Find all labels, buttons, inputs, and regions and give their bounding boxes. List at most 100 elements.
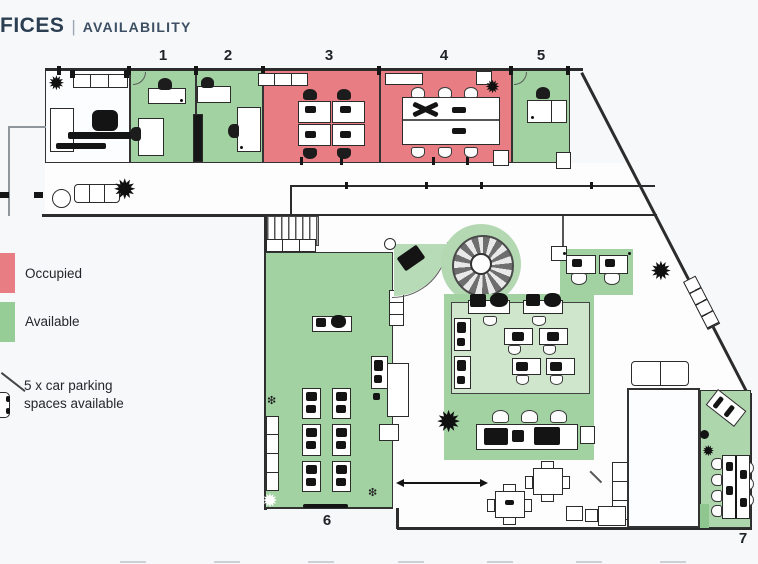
table-center-line — [735, 456, 738, 518]
legend-available-label: Available — [25, 314, 80, 329]
exterior-bottom-wall — [397, 527, 752, 530]
shelf — [73, 74, 128, 88]
chair-icon — [604, 273, 620, 285]
chair-icon — [521, 410, 538, 423]
chair-icon — [336, 441, 346, 449]
monitor-icon — [550, 362, 562, 371]
break-table — [533, 468, 563, 495]
chair-icon — [483, 316, 497, 326]
door-mark — [70, 70, 75, 78]
room-label-1: 1 — [158, 47, 168, 64]
plant-icon — [702, 444, 715, 459]
page-edge-mark — [660, 561, 686, 563]
equipment — [534, 427, 560, 445]
column-mark — [480, 182, 483, 189]
column-mark — [57, 66, 61, 75]
corridor-wall — [290, 185, 655, 187]
cabinet — [193, 114, 203, 162]
boardroom-table — [402, 97, 500, 145]
kitchen-divider — [612, 500, 628, 502]
chair-icon — [526, 294, 540, 306]
cabinet-divider — [389, 302, 404, 304]
column-mark — [345, 182, 348, 189]
wall-segment — [303, 504, 348, 508]
chair-icon — [543, 345, 556, 355]
chair-icon — [492, 410, 509, 423]
cabinet-divider — [266, 453, 279, 455]
chair-icon — [544, 293, 561, 307]
wall-box — [585, 509, 598, 522]
room-label-5: 5 — [536, 47, 546, 64]
car-wheel-icon — [6, 396, 10, 402]
legend-occupied-label: Occupied — [25, 266, 83, 281]
column-mark — [261, 66, 265, 75]
chair-icon — [516, 375, 529, 385]
lobby-wall — [42, 214, 266, 217]
corridor-wall — [265, 214, 657, 216]
door-mark — [0, 192, 9, 198]
chair-icon — [411, 147, 425, 158]
hinge-icon — [384, 238, 396, 250]
chair-icon — [411, 87, 425, 98]
room-label-3: 3 — [324, 47, 334, 64]
legend-parking-line1: 5 x car parking — [24, 378, 113, 393]
page-title: FICES | AVAILABILITY — [0, 14, 192, 38]
chair-icon — [438, 87, 452, 98]
page-edge-mark — [576, 561, 602, 563]
table-marking — [452, 107, 466, 113]
shelf-divider — [90, 74, 92, 88]
chair-icon — [337, 89, 351, 100]
chair-icon — [201, 77, 214, 88]
chair-icon — [508, 345, 521, 355]
chair-icon — [562, 476, 570, 489]
column-mark — [425, 182, 428, 189]
chair-icon — [541, 494, 554, 502]
sofa-cushion-line — [89, 184, 91, 203]
partition-line — [562, 216, 564, 249]
table-item — [740, 470, 747, 479]
desk — [237, 107, 261, 152]
table-item — [726, 486, 733, 495]
wall-box — [493, 150, 509, 166]
chair-icon — [503, 517, 516, 525]
wall-box — [379, 424, 399, 441]
marker-dot — [628, 252, 631, 255]
cabinet-divider — [389, 314, 404, 316]
column-mark — [590, 182, 593, 189]
chair-icon — [457, 376, 465, 384]
chair-icon — [532, 316, 546, 326]
desk — [527, 100, 567, 123]
chair-icon — [228, 124, 239, 138]
chair-icon — [711, 458, 722, 470]
utility-room[interactable] — [627, 388, 700, 528]
desk-divider — [551, 100, 553, 123]
title-separator: | — [71, 17, 76, 36]
column-mark — [377, 66, 381, 75]
door-mark — [466, 157, 469, 165]
walkway-line — [8, 126, 46, 128]
chair-icon — [503, 484, 516, 492]
equipment — [512, 430, 524, 442]
monitor-icon — [306, 392, 317, 401]
arrow-head-icon — [480, 479, 488, 487]
chair-icon — [130, 127, 141, 141]
table-divider — [403, 119, 499, 121]
room-7-accent — [700, 504, 709, 528]
chair-icon — [571, 273, 587, 285]
cabinet-divider — [266, 434, 279, 436]
column-mark — [127, 66, 131, 75]
monitor-icon — [306, 428, 317, 437]
chair-icon — [337, 148, 351, 159]
chair-icon — [306, 478, 316, 486]
cabinet — [387, 363, 409, 417]
monitor-icon — [316, 318, 326, 327]
chair-icon — [550, 375, 563, 385]
walkway-line — [8, 126, 10, 216]
reception-counter — [68, 132, 132, 139]
shelf-divider — [291, 73, 293, 86]
monitor-icon — [336, 392, 347, 401]
receptionist-chair — [92, 110, 118, 131]
table-marking — [452, 128, 466, 134]
